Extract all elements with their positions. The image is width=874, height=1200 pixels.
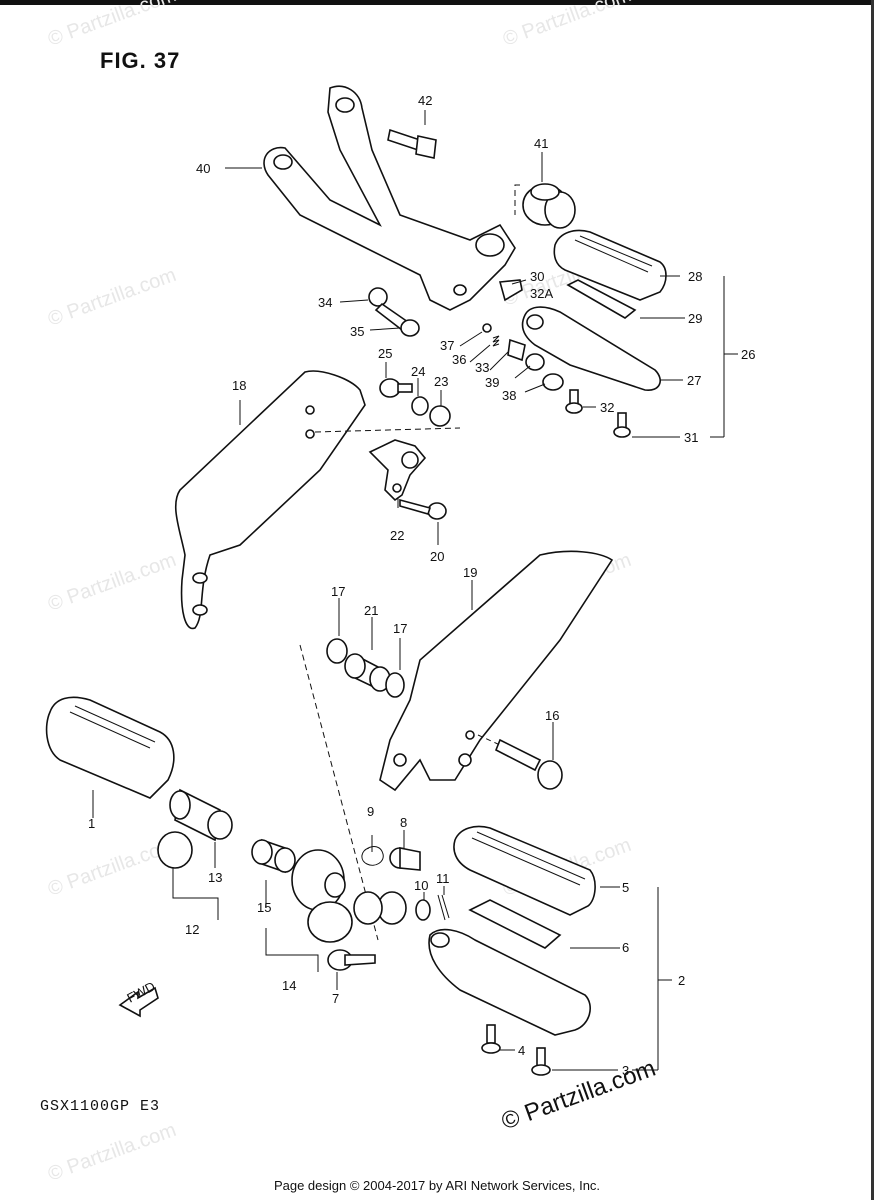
callout-25: 25	[378, 346, 392, 361]
callout-27: 27	[687, 373, 701, 388]
washer-17a	[326, 638, 348, 664]
pivot-13	[169, 788, 233, 842]
footpeg-bracket-2	[428, 928, 591, 1036]
washer-10	[415, 899, 431, 921]
callout-29: 29	[688, 311, 702, 326]
collar-8	[389, 847, 421, 871]
nut-38	[542, 373, 564, 391]
callout-42: 42	[418, 93, 432, 108]
washer-24	[411, 396, 429, 416]
cotter-pin-11	[437, 894, 450, 921]
callout-20: 20	[430, 549, 444, 564]
plate-29	[566, 279, 637, 319]
bolt-42	[387, 128, 437, 159]
callout-3: 3	[622, 1063, 629, 1078]
ball-joint-34	[368, 287, 410, 332]
callout-33: 33	[475, 360, 489, 375]
screw-20	[399, 498, 447, 520]
callout-17b: 17	[393, 621, 407, 636]
callout-12: 12	[185, 922, 199, 937]
heel-guard-19	[379, 550, 614, 792]
fwd-arrow-icon	[118, 986, 159, 1018]
callout-32A: 32A	[530, 286, 553, 301]
callout-14: 14	[282, 978, 296, 993]
callout-13: 13	[208, 870, 222, 885]
ball-37	[482, 323, 492, 333]
damper-41	[522, 183, 576, 229]
callout-17a: 17	[331, 584, 345, 599]
plate-33	[507, 338, 526, 362]
screw-31	[613, 412, 631, 438]
callout-6: 6	[622, 940, 629, 955]
callout-5: 5	[622, 880, 629, 895]
callout-18: 18	[232, 378, 246, 393]
washer-17b	[385, 672, 405, 698]
collar-12	[157, 831, 193, 869]
callout-36: 36	[452, 352, 466, 367]
callout-39: 39	[485, 375, 499, 390]
pin-30	[498, 279, 523, 302]
collar-23	[429, 405, 451, 427]
right-border	[871, 0, 874, 1200]
plate-6	[468, 899, 562, 949]
page-footer: Page design © 2004-2017 by ARI Network S…	[273, 1178, 601, 1193]
callout-28: 28	[688, 269, 702, 284]
callout-21: 21	[364, 603, 378, 618]
washer-pivot	[353, 891, 407, 925]
screw-32	[565, 389, 583, 414]
callout-10: 10	[414, 878, 428, 893]
pin-7	[327, 949, 376, 971]
washer-35	[400, 319, 420, 337]
top-border	[0, 0, 874, 5]
callout-9: 9	[367, 804, 374, 819]
callout-11: 11	[436, 871, 450, 886]
nut-25	[379, 378, 413, 398]
callout-4: 4	[518, 1043, 525, 1058]
collar-14	[291, 849, 353, 943]
callout-24: 24	[411, 364, 425, 379]
callout-32: 32	[600, 400, 614, 415]
callout-31: 31	[684, 430, 698, 445]
screw-4	[481, 1024, 501, 1054]
callout-16: 16	[545, 708, 559, 723]
callout-15: 15	[257, 900, 271, 915]
spring-9	[361, 846, 384, 866]
callout-23: 23	[434, 374, 448, 389]
callout-40: 40	[196, 161, 210, 176]
callout-2: 2	[678, 973, 685, 988]
model-code: GSX1100GP E3	[40, 1098, 161, 1115]
bolt-16	[494, 738, 563, 790]
callout-26: 26	[741, 347, 755, 362]
collar-15	[251, 838, 296, 874]
footpeg-rubber-28	[553, 229, 667, 301]
collar-21	[344, 653, 391, 692]
spring-36	[492, 335, 500, 347]
callout-7: 7	[332, 991, 339, 1006]
callout-19: 19	[463, 565, 477, 580]
callout-1: 1	[88, 816, 95, 831]
footpeg-1	[45, 696, 175, 799]
callout-30: 30	[530, 269, 544, 284]
bracket-40	[263, 85, 516, 311]
bracket-22	[368, 439, 427, 502]
screw-3	[531, 1047, 551, 1076]
footpeg-bracket-27	[521, 306, 661, 391]
callout-22: 22	[390, 528, 404, 543]
callout-41: 41	[534, 136, 548, 151]
washer-39	[525, 353, 545, 371]
callout-37: 37	[440, 338, 454, 353]
leader-lines	[92, 110, 738, 1071]
callout-34: 34	[318, 295, 332, 310]
footpeg-rubber-5	[453, 825, 596, 916]
figure-title: FIG. 37	[100, 48, 181, 73]
heel-guard-18	[174, 370, 366, 630]
callout-labels: 1 2 3 4 5 6 7 8 9 10 11 12 13 14 15 16 1…	[88, 93, 755, 1078]
callout-35: 35	[350, 324, 364, 339]
callout-8: 8	[400, 815, 407, 830]
callout-38: 38	[502, 388, 516, 403]
